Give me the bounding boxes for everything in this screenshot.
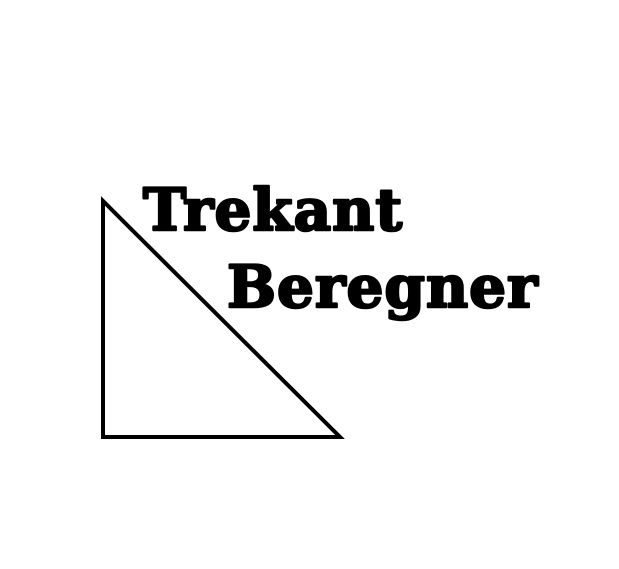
logo-title-line-2: Beregner <box>227 253 539 321</box>
logo-title-line-1: Trekant <box>143 176 403 244</box>
right-triangle-icon <box>101 196 345 439</box>
